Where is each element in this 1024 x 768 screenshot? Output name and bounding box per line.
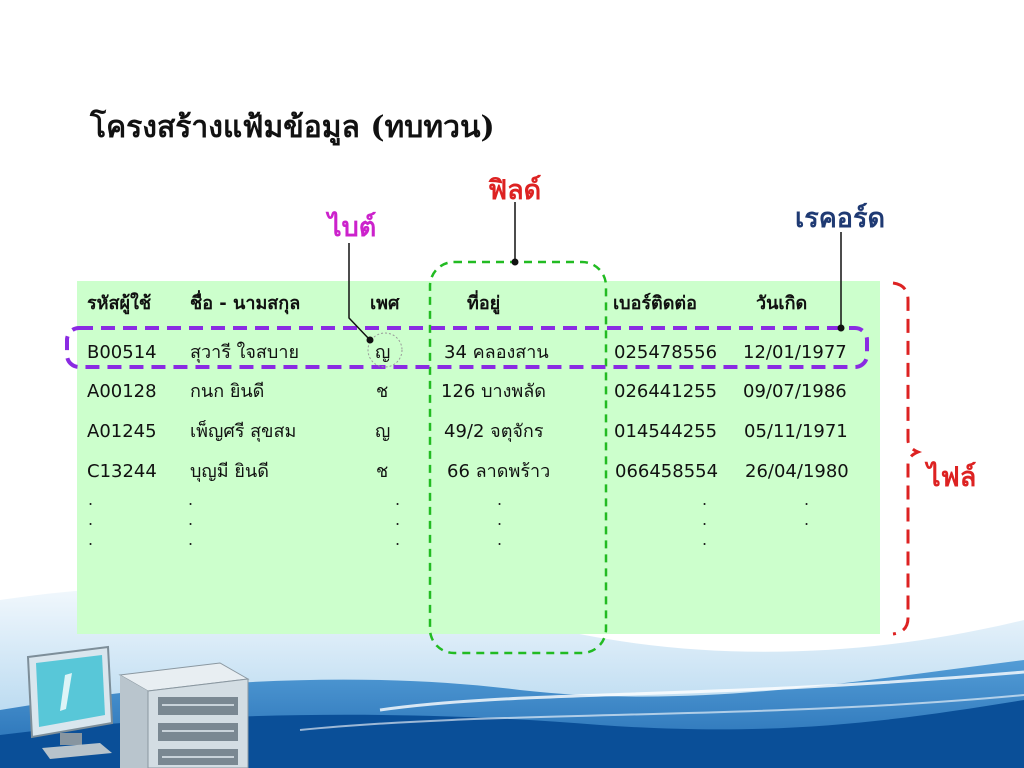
table-cell: 066458554 [615,461,719,482]
header-user-id: รหัสผู้ใช้ [87,293,152,314]
ellipsis-dot: . [88,510,94,529]
table-cell: ญ [375,342,391,363]
ellipsis-dot: . [88,530,94,549]
slide-title: โครงสร้างแฟ้มข้อมูล (ทบทวน) [90,110,495,145]
ellipsis-dot: . [804,510,810,529]
table-cell: 12/01/1977 [743,342,847,363]
byte-label: ไบต์ [328,212,377,243]
ellipsis-dot: . [702,490,708,509]
ellipsis-dot: . [497,510,503,529]
header-gender: เพศ [370,293,400,314]
computer-server-icon [26,645,250,768]
field-label: ฟิลด์ [488,175,542,206]
record-label: เรคอร์ด [795,203,886,234]
ellipsis-dot: . [88,490,94,509]
header-phone: เบอร์ติดต่อ [613,293,697,314]
table-cell: กนก ยินดี [190,381,265,402]
table-cell: สุวารี ใจสบาย [190,342,299,363]
table-cell: 026441255 [614,381,718,402]
ellipsis-dot: . [804,490,810,509]
header-address: ที่อยู่ [467,293,501,314]
table-cell: ญ [375,421,391,442]
table-cell: 014544255 [614,421,718,442]
table-cell: ช [376,461,389,482]
table-cell: 66 ลาดพร้าว [447,461,551,482]
data-table [77,281,880,634]
table-cell: 09/07/1986 [743,381,847,402]
table-cell: C13244 [87,461,157,482]
table-cell: 126 บางพลัด [441,381,546,402]
ellipsis-dot: . [497,530,503,549]
table-cell: ช [376,381,389,402]
ellipsis-dot: . [188,530,194,549]
table-cell: เพ็ญศรี สุขสม [190,421,297,442]
table-cell: 025478556 [614,342,718,363]
ellipsis-dot: . [395,530,401,549]
ellipsis-dot: . [395,490,401,509]
table-cell: 26/04/1980 [745,461,849,482]
server-icon [118,662,250,768]
file-label: ไฟล์ [927,462,977,493]
header-birthdate: วันเกิด [756,293,808,314]
table-cell: B00514 [87,342,157,363]
ellipsis-dot: . [188,510,194,529]
header-name: ชื่อ - นามสกุล [190,293,301,314]
table-cell: 49/2 จตุจักร [444,421,544,442]
field-pointer-dot [511,258,519,266]
ellipsis-dot: . [188,490,194,509]
table-cell: 05/11/1971 [744,421,848,442]
monitor-icon [26,645,114,759]
ellipsis-dot: . [497,490,503,509]
table-cell: A01245 [87,421,157,442]
table-cell: 34 คลองสาน [444,342,549,363]
ellipsis-dot: . [702,510,708,529]
ellipsis-dot: . [702,530,708,549]
ellipsis-dot: . [395,510,401,529]
table-cell: A00128 [87,381,157,402]
table-cell: บุญมี ยินดี [190,461,269,482]
